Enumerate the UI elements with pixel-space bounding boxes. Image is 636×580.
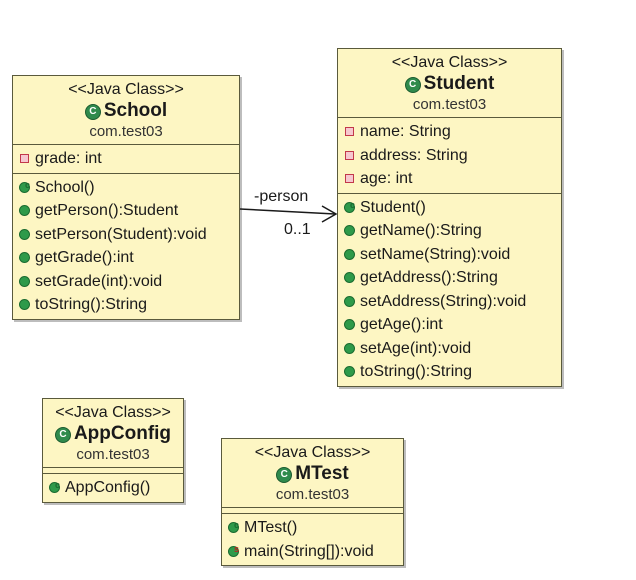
class-icon: C bbox=[276, 467, 293, 483]
method-row[interactable]: getName():String bbox=[344, 219, 561, 243]
class-appconfig-package: com.test03 bbox=[76, 446, 150, 463]
method-label: getPerson():Student bbox=[35, 202, 179, 219]
field-label: grade: int bbox=[35, 150, 102, 167]
method-row[interactable]: setAge(int):void bbox=[344, 337, 561, 361]
method-row[interactable]: setAddress(String):void bbox=[344, 290, 561, 314]
public-method-icon bbox=[344, 319, 355, 331]
private-field-icon bbox=[345, 150, 354, 160]
constructor-icon bbox=[228, 514, 239, 538]
constructor-label: MTest() bbox=[244, 519, 298, 536]
public-method-icon bbox=[19, 252, 30, 264]
class-appconfig-name: AppConfig bbox=[73, 423, 172, 444]
field-label: name: String bbox=[360, 123, 451, 140]
class-appconfig-stereotype: <<Java Class>> bbox=[55, 404, 171, 421]
association-line bbox=[239, 208, 336, 215]
class-school-name: School bbox=[103, 100, 168, 121]
public-method-icon bbox=[19, 205, 30, 217]
association-arrowhead bbox=[321, 205, 338, 223]
class-mtest-name: MTest bbox=[295, 463, 349, 484]
field-row[interactable]: name: String bbox=[344, 120, 561, 144]
method-row[interactable]: getAddress():String bbox=[344, 266, 561, 290]
class-school-package: com.test03 bbox=[89, 123, 163, 140]
public-method-icon bbox=[19, 275, 30, 287]
public-method-icon bbox=[19, 299, 30, 311]
method-label: toString():String bbox=[35, 296, 148, 313]
field-row[interactable]: address: String bbox=[344, 144, 561, 168]
method-row[interactable]: setName(String):void bbox=[344, 243, 561, 267]
private-field-icon bbox=[20, 154, 29, 164]
class-icon: C bbox=[54, 427, 71, 443]
method-row[interactable]: getGrade():int bbox=[19, 246, 239, 270]
class-student-package: com.test03 bbox=[412, 96, 487, 113]
method-row[interactable]: toString():String bbox=[344, 360, 561, 384]
method-label: toString():String bbox=[360, 363, 473, 380]
constructor-icon bbox=[49, 474, 60, 498]
public-method-icon bbox=[344, 225, 355, 237]
field-label: address: String bbox=[360, 146, 468, 164]
class-mtest-fields bbox=[222, 508, 403, 514]
constructor-label: School() bbox=[35, 178, 95, 196]
method-row[interactable]: main(String[]):void bbox=[228, 538, 403, 564]
public-method-icon bbox=[344, 295, 355, 307]
class-student-fields: name: String address: String age: int bbox=[338, 118, 561, 194]
class-student-stereotype: <<Java Class>> bbox=[391, 54, 508, 71]
constructor-icon bbox=[19, 174, 30, 197]
class-icon: C bbox=[84, 104, 101, 120]
method-label: getAge():int bbox=[360, 316, 443, 333]
constructor-row[interactable]: AppConfig() bbox=[49, 474, 183, 500]
field-row[interactable]: age: int bbox=[344, 167, 561, 191]
field-label: age: int bbox=[360, 170, 413, 187]
public-method-icon bbox=[344, 272, 355, 284]
method-label: setGrade(int):void bbox=[35, 272, 163, 290]
public-method-icon bbox=[344, 366, 355, 378]
method-label: getAddress():String bbox=[360, 269, 498, 286]
method-row[interactable]: setGrade(int):void bbox=[19, 270, 239, 294]
class-school-stereotype: <<Java Class>> bbox=[68, 81, 184, 98]
public-method-icon bbox=[344, 248, 355, 260]
constructor-row[interactable]: Student() bbox=[344, 194, 561, 220]
method-label: main(String[]):void bbox=[244, 542, 374, 560]
field-row[interactable]: grade: int bbox=[19, 147, 239, 171]
class-appconfig-methods: AppConfig() bbox=[43, 474, 183, 502]
class-mtest-stereotype: <<Java Class>> bbox=[254, 444, 371, 461]
class-student-name: Student bbox=[423, 73, 495, 94]
class-mtest-package: com.test03 bbox=[275, 486, 350, 503]
method-label: setPerson(Student):void bbox=[35, 225, 207, 243]
association-role-label: -person bbox=[254, 188, 309, 205]
class-student-methods: Student() getName():String setName(Strin… bbox=[338, 194, 561, 386]
method-row[interactable]: setPerson(Student):void bbox=[19, 223, 239, 247]
method-row[interactable]: getAge():int bbox=[344, 313, 561, 337]
class-icon: C bbox=[404, 77, 421, 93]
class-school-methods: School() getPerson():Student setPerson(S… bbox=[13, 174, 239, 319]
private-field-icon bbox=[345, 127, 354, 137]
class-school-fields: grade: int bbox=[13, 145, 239, 174]
class-appconfig-fields bbox=[43, 468, 183, 474]
method-row[interactable]: getPerson():Student bbox=[19, 199, 239, 223]
public-method-icon bbox=[19, 228, 30, 240]
constructor-icon bbox=[344, 194, 355, 217]
method-row[interactable]: toString():String bbox=[19, 293, 239, 317]
class-mtest-methods: MTest() main(String[]):void bbox=[222, 514, 403, 565]
method-label: getGrade():int bbox=[35, 249, 134, 266]
constructor-label: AppConfig() bbox=[65, 479, 151, 496]
static-method-icon bbox=[228, 538, 239, 561]
constructor-row[interactable]: School() bbox=[19, 174, 239, 200]
private-field-icon bbox=[345, 174, 354, 184]
constructor-row[interactable]: MTest() bbox=[228, 514, 403, 540]
association-multiplicity-label: 0..1 bbox=[284, 221, 311, 238]
method-label: setAddress(String):void bbox=[360, 292, 527, 310]
constructor-label: Student() bbox=[360, 198, 426, 216]
method-label: getName():String bbox=[360, 222, 482, 239]
method-label: setAge(int):void bbox=[360, 339, 472, 357]
public-method-icon bbox=[344, 342, 355, 354]
method-label: setName(String):void bbox=[360, 245, 511, 263]
